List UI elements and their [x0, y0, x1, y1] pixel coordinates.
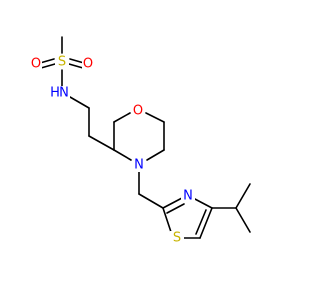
bond-s-c2: [162, 207, 172, 233]
bond-c6-n: [146, 149, 165, 161]
bond-c4-o: [113, 112, 131, 123]
bond-c4-c5-b: [195, 209, 207, 235]
bond-s-o-right-b: [68, 63, 84, 69]
bond-c2-n3-a: [162, 197, 183, 209]
atom-thiazole-nitrogen: N: [181, 189, 195, 204]
thiazole-sulfur-label: S: [173, 231, 181, 246]
bond-ch2-c2: [138, 193, 164, 209]
ring-oxygen-label: O: [133, 104, 143, 119]
atom-labels: O S O H N O N N S: [30, 55, 195, 246]
bond-ch-me1: [235, 183, 251, 209]
bond-s-o-right-a: [69, 58, 85, 64]
atom-ring-oxygen: O: [131, 104, 145, 119]
bond-c4-c5-a: [199, 207, 213, 239]
atom-amide-nh: H N: [48, 86, 70, 101]
atom-oxygen-left: O: [30, 57, 42, 72]
bond-s-o-left-b: [40, 63, 56, 69]
amide-h-label: H: [50, 86, 60, 101]
sulfonyl-s-label: S: [58, 55, 66, 70]
thiazole-nitrogen-label: N: [183, 189, 193, 204]
chemical-structure: O S O H N O N N S: [30, 36, 251, 246]
bond-c2-c3: [88, 135, 115, 151]
bond-c2-n3-b: [166, 203, 185, 214]
atom-sulfonyl-s: S: [55, 55, 69, 70]
oxygen-left-label: O: [31, 57, 41, 72]
bond-s-o-left-a: [39, 58, 55, 64]
bonds: [39, 36, 251, 239]
bond-n-c1: [69, 96, 90, 109]
bond-n3-c4: [192, 197, 213, 209]
atom-ring-nitrogen: N: [132, 158, 146, 173]
bond-o-c5: [145, 112, 165, 123]
bond-n-c7: [113, 149, 132, 161]
atom-oxygen-right: O: [82, 57, 94, 72]
bond-ch-me2: [235, 207, 251, 233]
amide-n-label: N: [59, 86, 69, 101]
oxygen-right-label: O: [83, 57, 93, 72]
atom-thiazole-sulfur: S: [170, 231, 184, 246]
ring-nitrogen-label: N: [134, 158, 144, 173]
